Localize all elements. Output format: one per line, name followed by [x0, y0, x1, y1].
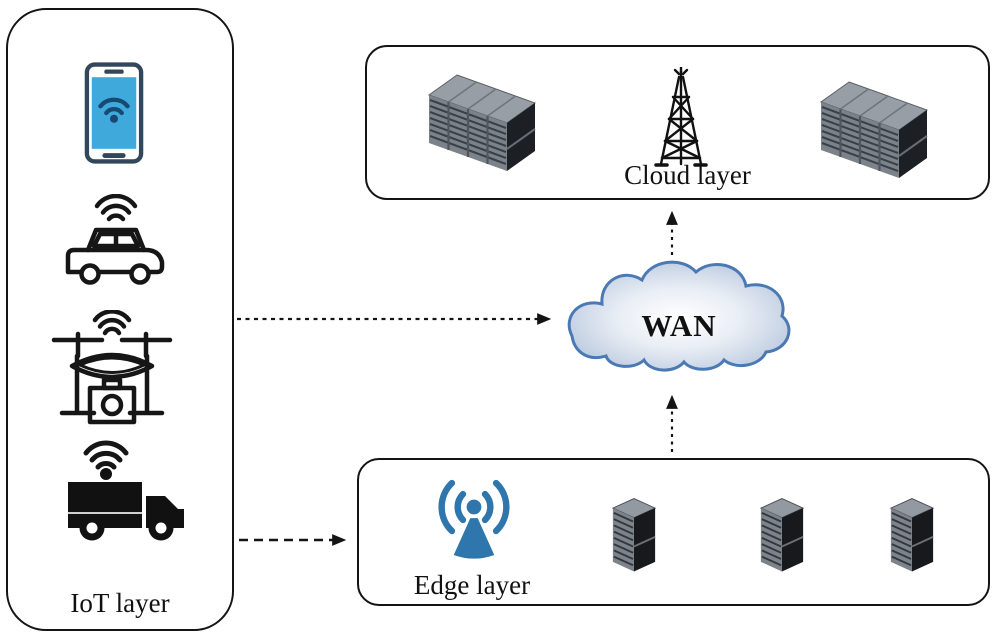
- server-rack-icon: [427, 73, 539, 175]
- transmission-tower-icon: [653, 65, 709, 167]
- edge-server-icon: [758, 496, 806, 574]
- connected-car-icon: [60, 193, 172, 294]
- connected-truck-icon: [62, 434, 194, 546]
- wan-cloud-shape: [567, 260, 791, 372]
- cloud-layer-label: Cloud layer: [624, 160, 751, 190]
- wan-label: WAN: [641, 308, 717, 343]
- drone-icon: [48, 309, 176, 428]
- smartphone-icon: [84, 61, 144, 165]
- wan-cloud: WAN: [556, 252, 802, 390]
- server-rack-icon: [819, 80, 931, 182]
- iot-layer-label: IoT layer: [70, 588, 170, 618]
- cloud-layer-panel: Cloud layer: [365, 45, 990, 200]
- wireless-antenna-icon: [421, 472, 527, 566]
- edge-server-icon: [888, 496, 936, 574]
- edge-server-icon: [610, 496, 658, 574]
- iot-layer-panel: IoT layer: [6, 8, 234, 631]
- edge-layer-panel: Edge layer: [357, 458, 990, 606]
- edge-layer-label: Edge layer: [413, 570, 531, 600]
